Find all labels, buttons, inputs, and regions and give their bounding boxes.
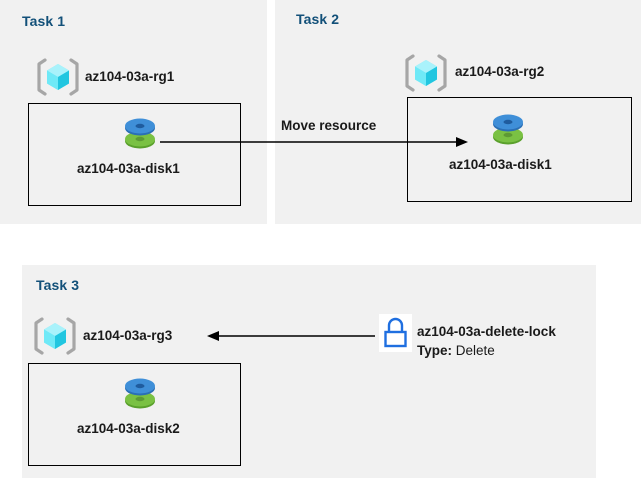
managed-disk-label-2: az104-03a-disk1 xyxy=(449,157,552,172)
move-resource-label: Move resource xyxy=(281,118,377,133)
padlock-icon xyxy=(379,314,412,352)
resource-group-cube-icon xyxy=(36,56,80,98)
task-panel-2 xyxy=(275,0,641,224)
managed-disk-label-3: az104-03a-disk2 xyxy=(77,421,180,436)
delete-lock-type-row: Type: Delete xyxy=(417,343,495,358)
task-panel-1 xyxy=(0,0,267,224)
task-1-title: Task 1 xyxy=(22,13,66,29)
delete-lock-type-value: Delete xyxy=(455,343,495,358)
managed-disk-icon xyxy=(119,114,161,154)
move-resource-arrow xyxy=(160,137,468,147)
task-panel-3 xyxy=(22,265,596,478)
managed-disk-label-1: az104-03a-disk1 xyxy=(77,161,180,176)
resource-group-boundary-3 xyxy=(28,363,241,466)
resource-group-boundary-2 xyxy=(407,97,632,202)
resource-group-boundary-1 xyxy=(28,103,241,206)
task-2-title: Task 2 xyxy=(296,11,340,27)
resource-group-cube-icon xyxy=(33,315,77,357)
managed-disk-icon xyxy=(119,374,161,414)
managed-disk-icon xyxy=(487,110,529,150)
delete-lock-label: az104-03a-delete-lock xyxy=(417,324,556,339)
resource-group-cube-icon xyxy=(404,52,448,94)
task-3-title: Task 3 xyxy=(36,277,80,293)
resource-group-label-3: az104-03a-rg3 xyxy=(83,328,173,343)
delete-lock-arrow xyxy=(207,331,375,341)
resource-group-label-1: az104-03a-rg1 xyxy=(85,69,175,84)
delete-lock-type-key: Type: xyxy=(417,343,453,358)
resource-group-label-2: az104-03a-rg2 xyxy=(455,64,545,79)
